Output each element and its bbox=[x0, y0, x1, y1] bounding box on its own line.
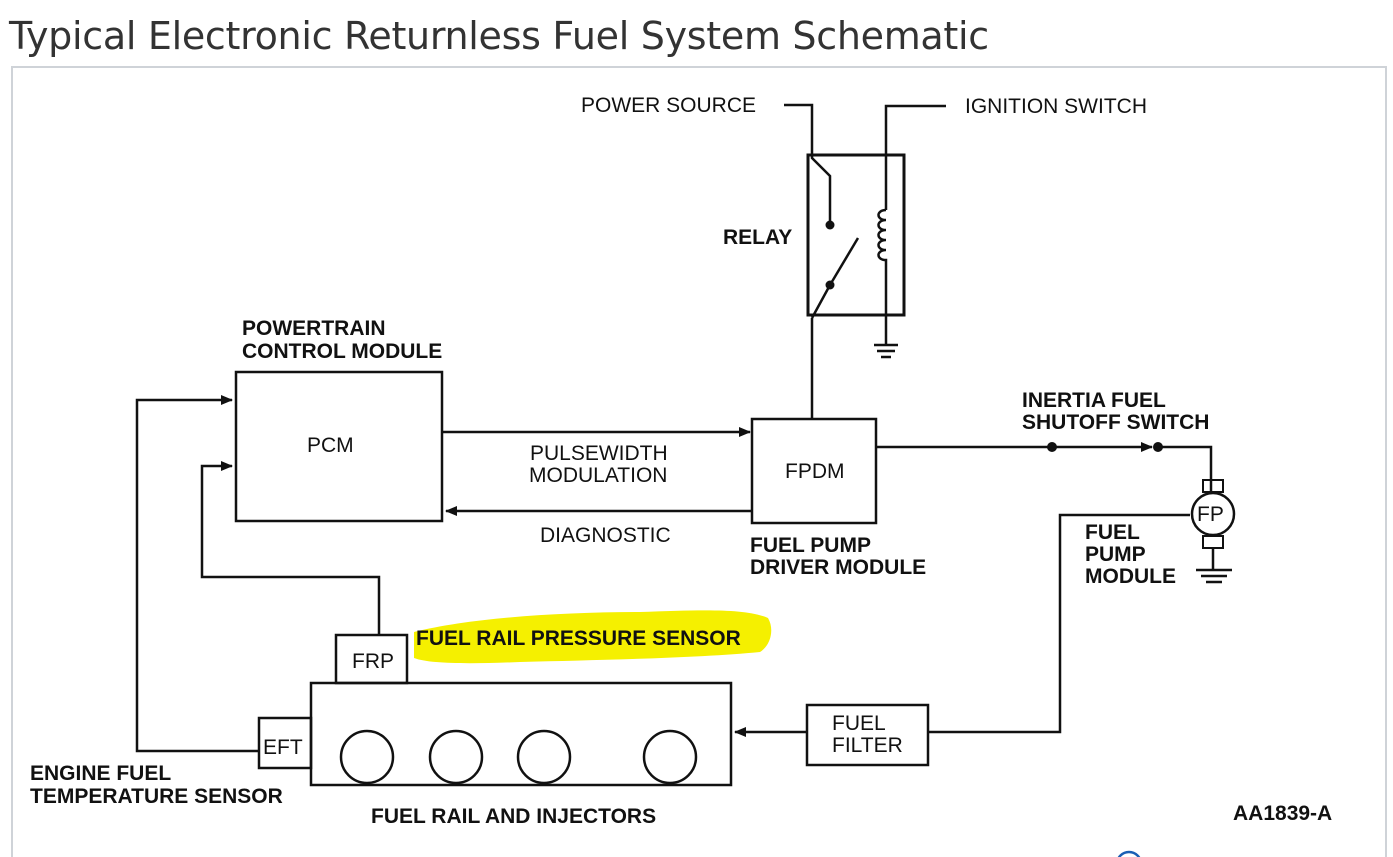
frp-highlight bbox=[414, 610, 772, 664]
relay-ground bbox=[874, 343, 898, 359]
injector-2 bbox=[428, 729, 484, 785]
fpdm-title-line2: DRIVER MODULE bbox=[750, 556, 926, 579]
eft-title-line1: ENGINE FUEL bbox=[30, 762, 171, 785]
fp-label: FP bbox=[1197, 503, 1224, 526]
fuel-filter-line1: FUEL bbox=[832, 712, 886, 735]
frp-box bbox=[334, 633, 409, 685]
fuel-filter-line2: FILTER bbox=[832, 734, 903, 757]
pcm-label: PCM bbox=[307, 434, 354, 457]
diagnostic-label: DIAGNOSTIC bbox=[540, 524, 671, 547]
eft-title-line2: TEMPERATURE SENSOR bbox=[30, 785, 283, 808]
pump-ground bbox=[1196, 568, 1232, 584]
relay-label: RELAY bbox=[723, 226, 792, 249]
fuel-pump-line2: PUMP bbox=[1085, 543, 1146, 566]
pulsewidth-line2: MODULATION bbox=[529, 464, 667, 487]
page-title: Typical Electronic Returnless Fuel Syste… bbox=[9, 14, 989, 58]
fpdm-label: FPDM bbox=[785, 460, 845, 483]
frp-to-pcm-wire bbox=[200, 461, 381, 635]
relay-box bbox=[806, 153, 906, 317]
eft-to-pcm-wire bbox=[135, 395, 259, 753]
pump-to-filter-line bbox=[928, 513, 1190, 734]
ignition-switch-label: IGNITION SWITCH bbox=[965, 95, 1147, 118]
injector-1 bbox=[339, 729, 395, 785]
power-source-wire bbox=[784, 103, 832, 225]
info-icon[interactable] bbox=[1117, 850, 1141, 857]
frp-label: FRP bbox=[352, 650, 394, 673]
pulsewidth-line1: PULSEWIDTH bbox=[530, 442, 668, 465]
diagram-frame bbox=[11, 66, 1387, 857]
fuel-filter-box bbox=[805, 703, 930, 767]
frp-sensor-label: FUEL RAIL PRESSURE SENSOR bbox=[416, 627, 741, 650]
fuel-rail-label: FUEL RAIL AND INJECTORS bbox=[371, 805, 656, 828]
ignition-wire bbox=[884, 104, 946, 210]
pcm-title-line2: CONTROL MODULE bbox=[242, 340, 442, 363]
fuel-pump-line1: FUEL bbox=[1085, 521, 1140, 544]
inertia-label-line2: SHUTOFF SWITCH bbox=[1022, 411, 1209, 434]
power-source-label: POWER SOURCE bbox=[581, 94, 756, 117]
injector-3 bbox=[516, 729, 572, 785]
fpdm-box bbox=[750, 417, 878, 525]
fuel-pump-line3: MODULE bbox=[1085, 565, 1176, 588]
inertia-to-pump-wire bbox=[1158, 445, 1213, 494]
fpdm-title-line1: FUEL PUMP bbox=[750, 534, 871, 557]
eft-label: EFT bbox=[263, 736, 303, 759]
inertia-label-line1: INERTIA FUEL bbox=[1022, 389, 1166, 412]
eft-box bbox=[257, 716, 313, 770]
pcm-title-line1: POWERTRAIN bbox=[242, 317, 386, 340]
pcm-box bbox=[234, 370, 444, 523]
relay-coil bbox=[877, 208, 888, 345]
relay-switch-arm bbox=[828, 237, 860, 286]
injector-4 bbox=[642, 729, 698, 785]
figure-code: AA1839-A bbox=[1233, 802, 1332, 825]
